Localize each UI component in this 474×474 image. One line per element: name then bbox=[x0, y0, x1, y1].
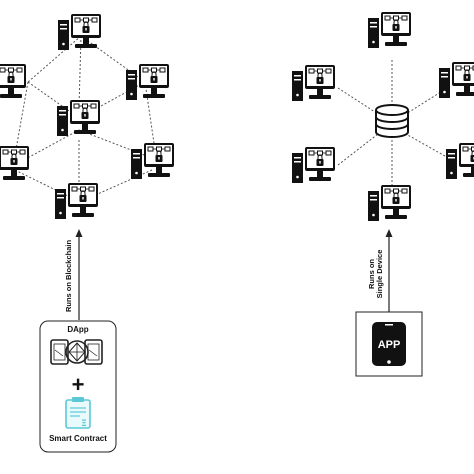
blockchain-network: Runs on Blockchain DApp + Ξ Smart Contra… bbox=[0, 13, 175, 453]
computer-icon bbox=[130, 142, 175, 180]
centralized-network: Runs on Single Device APP bbox=[291, 11, 474, 377]
app-label: APP bbox=[378, 339, 401, 351]
single-device-label-line2: Single Device bbox=[375, 250, 384, 299]
computer-icon bbox=[54, 182, 99, 220]
computer-icon bbox=[291, 146, 336, 184]
computer-icon bbox=[367, 184, 412, 222]
dapp-label: DApp bbox=[67, 325, 88, 334]
computer-icon bbox=[57, 13, 102, 51]
computer-icon bbox=[445, 142, 474, 180]
arrow-head bbox=[385, 229, 393, 237]
computer-icon bbox=[438, 61, 474, 99]
arrow-head bbox=[75, 229, 83, 237]
plus-icon: + bbox=[72, 372, 85, 397]
computer-icon bbox=[291, 64, 336, 102]
svg-text:Ξ: Ξ bbox=[81, 419, 87, 429]
phone-app-icon: APP bbox=[372, 322, 406, 366]
smart-contract-label: Smart Contract bbox=[49, 434, 107, 443]
computer-icon bbox=[56, 99, 101, 137]
runs-on-label-line1: Runs on bbox=[367, 259, 376, 289]
computer-icon bbox=[125, 63, 170, 101]
database-icon bbox=[375, 104, 409, 138]
runs-on-blockchain-label: Runs on Blockchain bbox=[64, 240, 73, 313]
dapp-box bbox=[39, 320, 117, 453]
computer-icon bbox=[367, 11, 412, 49]
computer-icon bbox=[0, 145, 30, 183]
smart-contract-icon: Ξ bbox=[65, 397, 91, 429]
dapp-devices-icon bbox=[50, 339, 103, 365]
computer-icon bbox=[0, 63, 27, 101]
